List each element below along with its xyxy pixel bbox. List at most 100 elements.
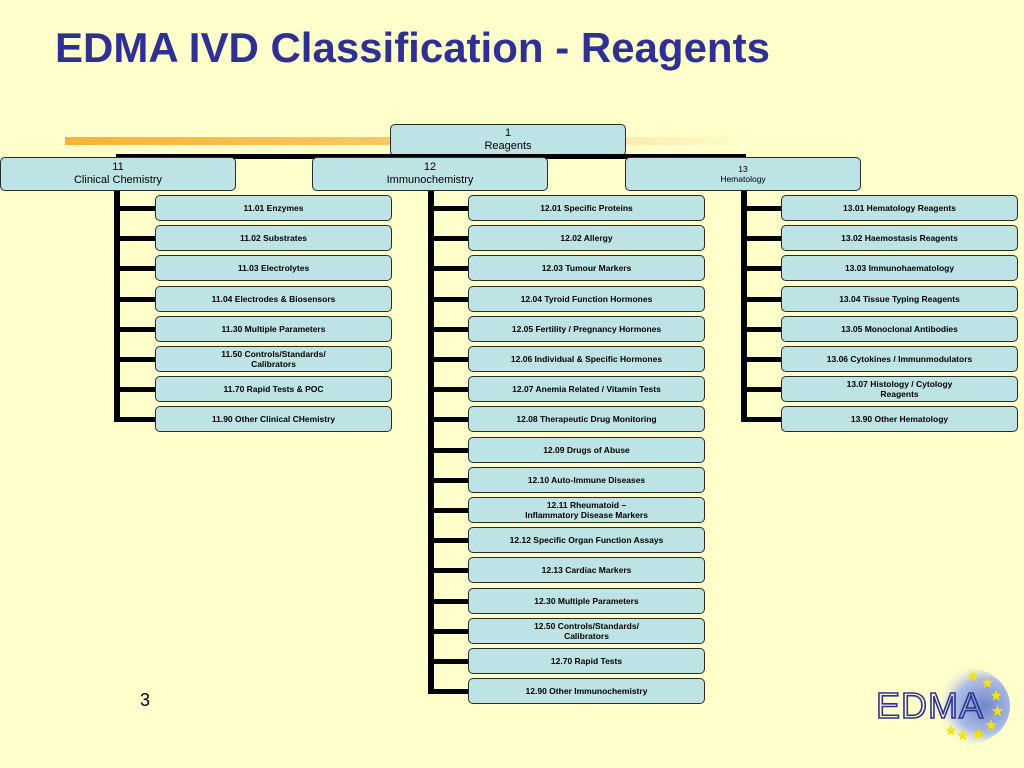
leaf-label: Inflammatory Disease Markers	[525, 510, 648, 520]
branch-line	[428, 599, 468, 604]
leaf-node: 11.03 Electrolytes	[155, 255, 392, 281]
star-icon	[957, 729, 969, 741]
category-code: 11	[112, 160, 124, 173]
category-label: Immunochemistry	[386, 174, 474, 186]
leaf-label: 11.01 Enzymes	[243, 202, 304, 213]
star-icon	[985, 719, 997, 731]
logo-stars	[945, 670, 1004, 741]
branch-line	[114, 417, 155, 422]
leaf-label: 12.04 Tyroid Function Hormones	[520, 293, 653, 304]
leaf-node: 12.11 Rheumatoid –Inflammatory Disease M…	[468, 497, 705, 523]
branch-line	[741, 417, 781, 422]
leaf-label: 12.30 Multiple Parameters	[534, 595, 639, 606]
branch-line	[428, 478, 468, 483]
leaf-label: 12.06 Individual & Specific Hormones	[510, 353, 663, 364]
branch-line	[428, 206, 468, 211]
leaf-node: 12.30 Multiple Parameters	[468, 588, 705, 614]
branch-line	[114, 236, 155, 241]
branch-line	[428, 327, 468, 332]
branch-line	[741, 387, 781, 392]
leaf-node: 13.01 Hematology Reagents	[781, 195, 1018, 221]
leaf-label: 11.70 Rapid Tests & POC	[223, 383, 324, 394]
leaf-node: 13.04 Tissue Typing Reagents	[781, 286, 1018, 312]
leaf-label: 11.02 Substrates	[239, 232, 308, 243]
branch-line	[428, 417, 468, 422]
root-code: 1	[504, 126, 512, 139]
root-label: Reagents	[484, 140, 532, 152]
leaf-node: 12.08 Therapeutic Drug Monitoring	[468, 406, 705, 432]
leaf-node: 12.06 Individual & Specific Hormones	[468, 346, 705, 372]
leaf-node: 12.05 Fertility / Pregnancy Hormones	[468, 316, 705, 342]
leaf-label: Calibrators	[564, 631, 609, 641]
leaf-label: 12.01 Specific Proteins	[540, 202, 633, 213]
leaf-node: 12.50 Controls/Standards/Calibrators	[468, 618, 705, 644]
leaf-node: 12.03 Tumour Markers	[468, 255, 705, 281]
edma-logo: EDMA	[875, 668, 1010, 744]
leaf-node: 11.50 Controls/Standards/Calibrators	[155, 346, 392, 372]
branch-line	[428, 659, 468, 664]
branch-line	[741, 327, 781, 332]
leaf-node: 11.01 Enzymes	[155, 195, 392, 221]
leaf-label: Reagents	[880, 389, 919, 399]
category-label: Clinical Chemistry	[73, 174, 163, 186]
spine-line-12	[428, 191, 434, 695]
logo-wordmark: EDMA	[876, 685, 984, 726]
leaf-node: 13.05 Monoclonal Antibodies	[781, 316, 1018, 342]
leaf-label: 12.50 Controls/Standards/	[534, 620, 639, 631]
leaf-label: 11.03 Electrolytes	[237, 262, 310, 273]
spine-line-13	[741, 191, 747, 423]
star-icon	[981, 677, 993, 688]
leaf-label: Calibrators	[251, 359, 296, 369]
leaf-node: 12.12 Specific Organ Function Assays	[468, 527, 705, 553]
leaf-node: 11.30 Multiple Parameters	[155, 316, 392, 342]
leaf-node: 11.70 Rapid Tests & POC	[155, 376, 392, 402]
leaf-label: 13.02 Haemostasis Reagents	[841, 232, 958, 243]
leaf-node: 12.04 Tyroid Function Hormones	[468, 286, 705, 312]
leaf-label: 12.09 Drugs of Abuse	[543, 444, 630, 455]
branch-line	[114, 387, 155, 392]
leaf-node: 12.70 Rapid Tests	[468, 648, 705, 674]
leaf-label: 12.11 Rheumatoid –	[546, 499, 627, 510]
star-icon	[945, 724, 957, 736]
category-code: 12	[423, 160, 437, 173]
branch-line	[428, 689, 468, 694]
leaf-label: 11.30 Multiple Parameters	[221, 323, 326, 334]
branch-line	[114, 327, 155, 332]
leaf-label: 13.90 Other Hematology	[850, 413, 949, 424]
leaf-label: 13.04 Tissue Typing Reagents	[839, 293, 960, 304]
leaf-node: 13.03 Immunohaematology	[781, 255, 1018, 281]
branch-line	[428, 357, 468, 362]
branch-line	[114, 297, 155, 302]
leaf-label: 13.03 Immunohaematology	[844, 262, 955, 273]
leaf-label: 12.08 Therapeutic Drug Monitoring	[516, 413, 657, 424]
leaf-label: 12.03 Tumour Markers	[541, 262, 632, 273]
leaf-node: 12.01 Specific Proteins	[468, 195, 705, 221]
branch-line	[428, 508, 468, 513]
leaf-label: 12.02 Allergy	[560, 232, 613, 243]
branch-line	[428, 568, 468, 573]
star-icon	[972, 728, 984, 739]
branch-line	[741, 236, 781, 241]
leaf-node: 13.06 Cytokines / Immunmodulators	[781, 346, 1018, 372]
leaf-label: 11.50 Controls/Standards/	[221, 348, 326, 359]
page-title: EDMA IVD Classification - Reagents	[55, 24, 770, 71]
branch-line	[114, 206, 155, 211]
star-icon	[967, 670, 979, 682]
leaf-node: 13.90 Other Hematology	[781, 406, 1018, 432]
branch-line	[428, 266, 468, 271]
branch-line	[428, 387, 468, 392]
leaf-label: 11.90 Other Clinical CHemistry	[211, 413, 336, 424]
branch-line	[428, 297, 468, 302]
branch-line	[428, 538, 468, 543]
star-icon	[991, 705, 1004, 717]
leaf-label: 12.07 Anemia Related / Vitamin Tests	[512, 383, 661, 394]
leaf-node: 11.90 Other Clinical CHemistry	[155, 406, 392, 432]
leaf-node: 13.02 Haemostasis Reagents	[781, 225, 1018, 251]
spine-line-11	[114, 191, 120, 423]
page-number: 3	[140, 690, 151, 710]
